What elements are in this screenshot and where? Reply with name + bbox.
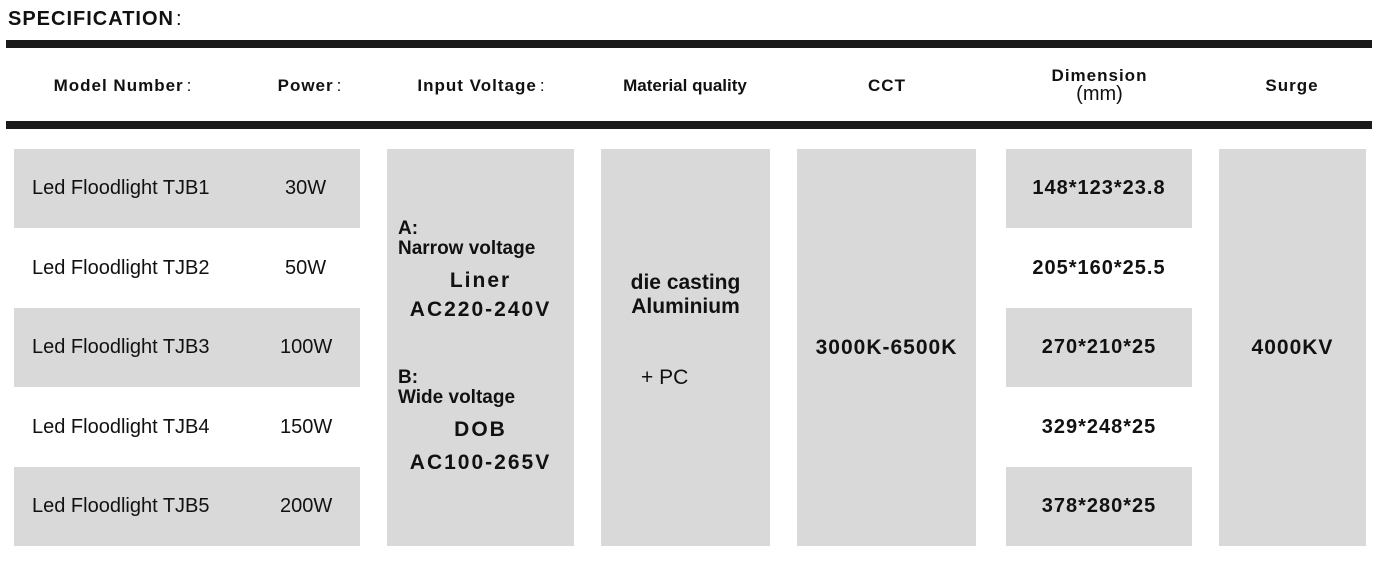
model-band-row-5 xyxy=(14,467,360,546)
table-row-1-power: 30W xyxy=(285,177,327,199)
voltage-option-a-label: A: xyxy=(398,218,419,239)
surge-value: 4000KV xyxy=(1251,335,1334,359)
table-row-2-model: Led Floodlight TJB2 xyxy=(32,256,210,279)
header-material-quality: Material quality xyxy=(601,56,769,116)
voltage-option-b-type: DOB xyxy=(454,418,507,441)
model-band-row-1 xyxy=(14,149,360,228)
dimension-band-row-3 xyxy=(1006,308,1192,387)
header-material-label: Material quality xyxy=(623,76,747,96)
header-dimension: Dimension (mm) xyxy=(1006,56,1193,116)
table-row-4-dimension: 329*248*25 xyxy=(1041,415,1157,438)
voltage-option-b-desc: Wide voltage xyxy=(398,387,516,408)
table-row-3-model: Led Floodlight TJB3 xyxy=(32,336,210,358)
dimension-band-row-1 xyxy=(1006,149,1192,228)
voltage-option-a-type: Liner xyxy=(449,269,512,292)
voltage-option-b-range: AC100-265V xyxy=(409,451,552,474)
header-top-rule xyxy=(6,40,1372,48)
table-row-2-dimension: 205*160*25.5 xyxy=(1032,256,1166,279)
header-model-number: Model Number: xyxy=(30,56,215,116)
table-row-1-dimension: 148*123*23.8 xyxy=(1032,177,1166,199)
header-dimension-unit: (mm) xyxy=(1076,83,1123,106)
header-input-voltage-colon: : xyxy=(539,76,545,96)
model-band-row-3 xyxy=(14,308,360,387)
header-cct-label: CCT xyxy=(868,76,906,96)
header-cct: CCT xyxy=(798,56,976,116)
header-surge: Surge xyxy=(1219,56,1365,116)
table-row-5-power: 200W xyxy=(280,495,333,517)
header-model-label: Model Number xyxy=(53,76,184,96)
surge-block: 4000KV xyxy=(1219,149,1366,546)
table-row-3-power: 100W xyxy=(280,336,333,358)
dimension-band-row-5 xyxy=(1006,467,1192,546)
table-row-5-dimension: 378*280*25 xyxy=(1041,495,1157,517)
header-bottom-rule xyxy=(6,121,1372,129)
title-text: SPECIFICATION xyxy=(8,8,174,30)
material-line-1: die casting xyxy=(630,271,741,294)
cct-block: 3000K-6500K xyxy=(797,149,976,546)
header-model-colon: : xyxy=(186,76,192,96)
table-row-2-power: 50W xyxy=(285,256,327,279)
material-block xyxy=(601,149,770,546)
header-power-label: Power xyxy=(277,76,334,96)
voltage-option-a-desc: Narrow voltage xyxy=(398,238,536,259)
header-input-voltage: Input Voltage: xyxy=(388,56,574,116)
header-power: Power: xyxy=(262,56,357,116)
title-colon: : xyxy=(175,8,182,30)
cct-value: 3000K-6500K xyxy=(815,335,958,359)
material-line-3: + PC xyxy=(641,366,689,389)
header-dimension-label: Dimension xyxy=(1051,65,1148,85)
voltage-option-a-range: AC220-240V xyxy=(409,298,552,321)
header-input-voltage-label: Input Voltage xyxy=(417,76,537,96)
header-power-colon: : xyxy=(336,76,342,96)
input-voltage-block xyxy=(387,149,574,546)
material-line-2: Aluminium xyxy=(631,295,740,318)
page-title: SPECIFICATION: xyxy=(8,8,182,31)
voltage-option-b-label: B: xyxy=(398,367,419,388)
table-row-4-model: Led Floodlight TJB4 xyxy=(32,415,210,438)
header-surge-label: Surge xyxy=(1265,76,1319,96)
table-row-5-model: Led Floodlight TJB5 xyxy=(32,495,210,517)
table-row-3-dimension: 270*210*25 xyxy=(1041,336,1157,358)
table-row-1-model: Led Floodlight TJB1 xyxy=(32,177,210,199)
table-row-4-power: 150W xyxy=(280,415,333,438)
